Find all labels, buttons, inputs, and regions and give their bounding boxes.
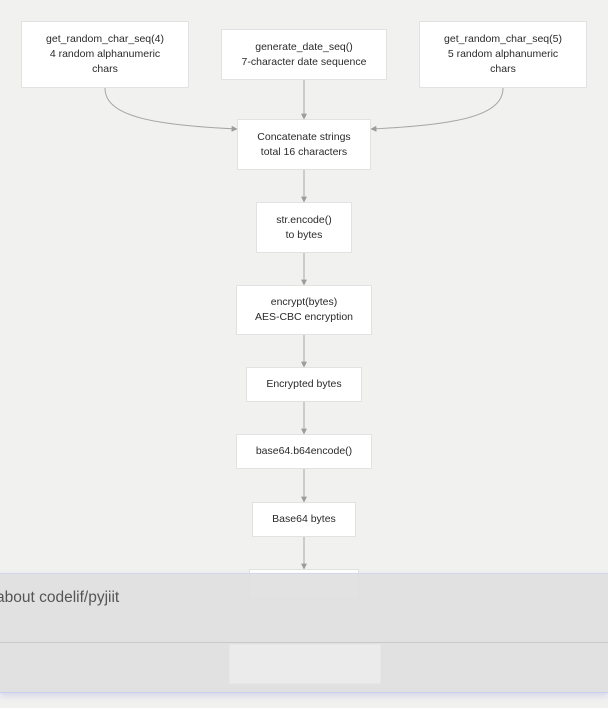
node-label-line: chars [92,63,118,75]
node-label-line: 4 random alphanumeric [49,48,161,60]
node-label-line: Concatenate strings [257,130,351,143]
node-encrypted-bytes: Encrypted bytes [246,367,362,402]
node-label-line: get_random_char_seq(5) [444,33,562,45]
node-label-line: 7-character date sequence [241,55,367,68]
node-base64-b64encode: base64.b64encode() [236,434,372,469]
node-label-line: AES-CBC encryption [254,311,354,323]
node-label-line: str.encode() [276,213,332,226]
node-label-line: base64.b64encode() [255,445,353,457]
node-get-random-char-seq-4: get_random_char_seq(4) 4 random alphanum… [21,21,189,88]
node-get-random-char-seq-5: get_random_char_seq(5) 5 random alphanum… [419,21,587,88]
node-str-encode: str.encode() to bytes [256,202,352,253]
edge-rand5-to-concat [370,87,504,132]
node-label-line: chars [490,63,516,75]
node-label-line: 5 random alphanumeric [447,48,559,60]
node-concatenate-strings: Concatenate strings total 16 characters [237,119,371,170]
node-label-line: get_random_char_seq(4) [46,33,164,45]
node-base64-bytes: Base64 bytes [252,502,356,537]
edge-rand4-to-concat [104,87,238,132]
about-repo-title: about codelif/pyjiit [0,589,120,606]
node-label-line: generate_date_seq() [255,40,353,53]
about-repo-panel[interactable]: about codelif/pyjiit [0,573,608,693]
node-label-line: Base64 bytes [272,513,336,525]
node-label-line: encrypt(bytes) [270,296,338,308]
panel-divider [0,642,608,643]
faint-node-behind-overlay [229,644,381,684]
node-generate-date-seq: generate_date_seq() 7-character date seq… [221,29,387,80]
node-label-line: to bytes [285,228,323,241]
node-label-line: total 16 characters [260,145,348,158]
node-encrypt: encrypt(bytes) AES-CBC encryption [236,285,372,335]
node-label-line: Encrypted bytes [266,378,342,390]
